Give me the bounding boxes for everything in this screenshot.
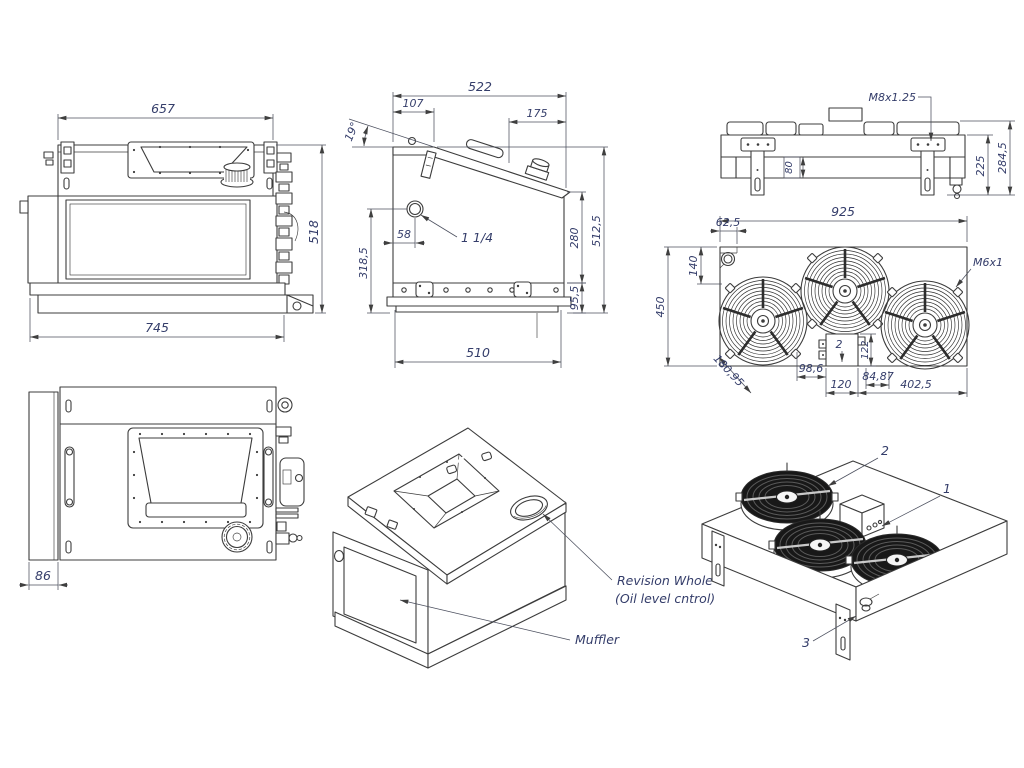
callout-3: 3 bbox=[802, 635, 810, 650]
handle-left bbox=[64, 446, 75, 508]
dim-cooler-depth: 450 bbox=[654, 297, 667, 318]
tank-side-view: 1 1/4 522 107 175 19° bbox=[342, 79, 608, 368]
dim-flange-width: 86 bbox=[35, 568, 51, 583]
revision-label-line2: (Oil level cntrol) bbox=[615, 591, 715, 606]
lid-strap bbox=[420, 150, 437, 179]
lid-handle-side bbox=[465, 139, 504, 159]
lift-bracket-left bbox=[60, 141, 75, 190]
dim-cooler-total-height: 284,5 bbox=[996, 142, 1009, 174]
revision-leader bbox=[542, 513, 613, 581]
dim-valve-offset: 140 bbox=[687, 256, 700, 277]
cap-side bbox=[524, 158, 550, 181]
cap-iso bbox=[510, 495, 548, 521]
dim-tank-width-bottom: 745 bbox=[145, 320, 169, 335]
hose bbox=[283, 211, 299, 242]
dim-box-width: 120 bbox=[831, 378, 852, 391]
side-base bbox=[386, 281, 572, 338]
muffler-label: Muffler bbox=[575, 632, 620, 647]
hatch-iso bbox=[393, 453, 500, 529]
tank-top-view: 86 bbox=[19, 386, 305, 590]
muffler-leader bbox=[399, 599, 571, 641]
thread-callout-m8: M8x1.25 bbox=[869, 91, 917, 104]
dim-fan-span: 402,5 bbox=[900, 378, 932, 391]
dim-base-width: 510 bbox=[466, 345, 490, 360]
side-flange bbox=[28, 391, 59, 561]
dim-box-to-fan: 84,87 bbox=[862, 370, 894, 383]
dim-suction-height: 318,5 bbox=[357, 247, 370, 279]
tank-body bbox=[27, 195, 278, 284]
muffler-panel bbox=[343, 546, 417, 644]
fittings-top bbox=[275, 397, 305, 545]
cooler-iso-view: 2 1 3 bbox=[701, 443, 1008, 661]
dim-gap: 2 bbox=[836, 338, 843, 351]
revision-label-line1: Revision Whole bbox=[617, 573, 713, 588]
dim-fan-to-box: 98,6 bbox=[799, 362, 824, 375]
handle-iso bbox=[446, 451, 493, 475]
mount-leg-right bbox=[910, 137, 946, 196]
dim-boxed-80: 80 bbox=[784, 161, 795, 174]
fittings-column bbox=[275, 152, 299, 285]
tank-front-view: 657 518 745 bbox=[19, 101, 326, 342]
dim-base-height: 95,5 bbox=[568, 286, 581, 311]
dim-corner-offset: 62,5 bbox=[716, 216, 741, 229]
dim-box-depth: 122 bbox=[860, 340, 871, 359]
dim-side-total-width: 522 bbox=[468, 79, 492, 94]
handle-right bbox=[263, 446, 274, 508]
junction-box bbox=[818, 333, 866, 367]
filler-valve bbox=[720, 251, 736, 267]
skid-right bbox=[427, 585, 567, 669]
callout-2: 2 bbox=[881, 443, 889, 458]
cooler-top-view: 925 62,5 140 450 M6x1 180,95 2 122 98,6 … bbox=[654, 204, 1003, 397]
lid-latch-knob bbox=[407, 136, 417, 146]
dim-cap-offset: 175 bbox=[527, 107, 548, 120]
thread-callout-m6: M6x1 bbox=[973, 256, 1003, 269]
callout-1: 1 bbox=[943, 481, 951, 496]
lift-bracket-right bbox=[263, 141, 278, 190]
filler-cap-top bbox=[221, 521, 253, 553]
iso-drain bbox=[859, 593, 880, 612]
dim-side-total-height: 512,5 bbox=[590, 215, 603, 247]
dim-lid-flat: 107 bbox=[403, 97, 424, 110]
dim-cooler-width: 925 bbox=[831, 204, 855, 219]
filler-cap-front bbox=[220, 162, 254, 188]
cooler-back-view: 80 M8x1.25 225 284,5 bbox=[720, 91, 1015, 200]
dim-port-offset: 58 bbox=[397, 228, 411, 241]
dim-tank-height: 518 bbox=[306, 220, 321, 244]
iso-bracket-front bbox=[835, 603, 851, 661]
iso-junction-box bbox=[839, 494, 885, 538]
port-size-label: 1 1/4 bbox=[461, 230, 493, 245]
dim-cooler-inner-height: 225 bbox=[974, 156, 987, 177]
hatch-top bbox=[127, 427, 264, 529]
iso-bracket-left bbox=[711, 530, 725, 587]
cooler-iso-front-right bbox=[855, 520, 1008, 622]
dim-tank-width-top: 657 bbox=[151, 101, 175, 116]
tank-iso-view: Revision Whole (Oil level cntrol) Muffle… bbox=[332, 427, 715, 669]
dim-wall-height: 280 bbox=[568, 228, 581, 249]
mount-leg-left bbox=[740, 137, 776, 196]
base-skid bbox=[29, 282, 314, 314]
